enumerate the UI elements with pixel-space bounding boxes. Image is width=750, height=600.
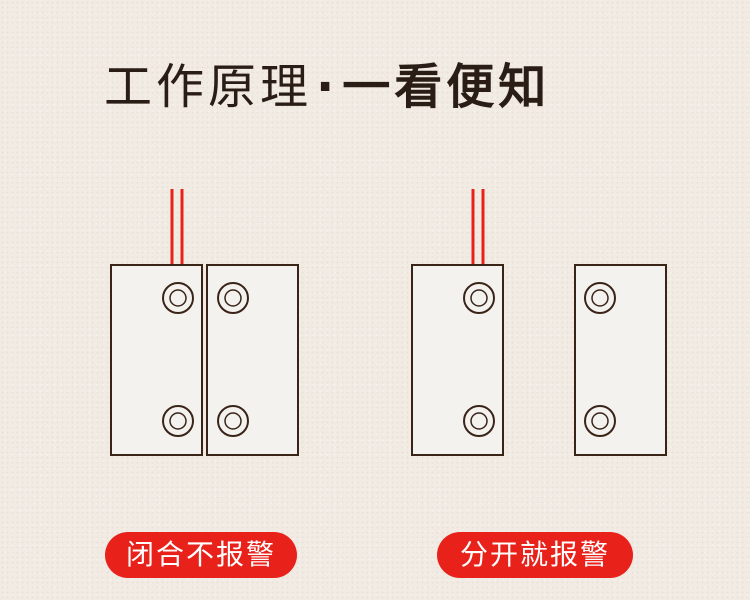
closed-sensor-block [110, 264, 203, 456]
open-label: 分开就报警 [437, 532, 633, 578]
open-sensor-block [411, 264, 504, 456]
screw-hole-icon [584, 282, 616, 314]
closed-state-group [110, 189, 299, 456]
screw-hole-icon [162, 405, 194, 437]
open-wires [471, 189, 485, 265]
closed-wires [170, 189, 184, 265]
open-state-group [411, 189, 667, 456]
title-bold: 一看便知 [342, 59, 551, 115]
page-title: 工作原理·一看便知 [104, 56, 550, 118]
screw-hole-icon [463, 405, 495, 437]
screw-hole-icon [217, 405, 249, 437]
screw-hole-icon [217, 282, 249, 314]
title-light: 工作原理 [104, 59, 313, 115]
screw-hole-icon [162, 282, 194, 314]
screw-hole-icon [584, 405, 616, 437]
open-magnet-block [574, 264, 667, 456]
screw-hole-icon [463, 282, 495, 314]
closed-magnet-block [206, 264, 299, 456]
closed-label: 闭合不报警 [105, 532, 297, 578]
title-separator: · [316, 59, 339, 115]
